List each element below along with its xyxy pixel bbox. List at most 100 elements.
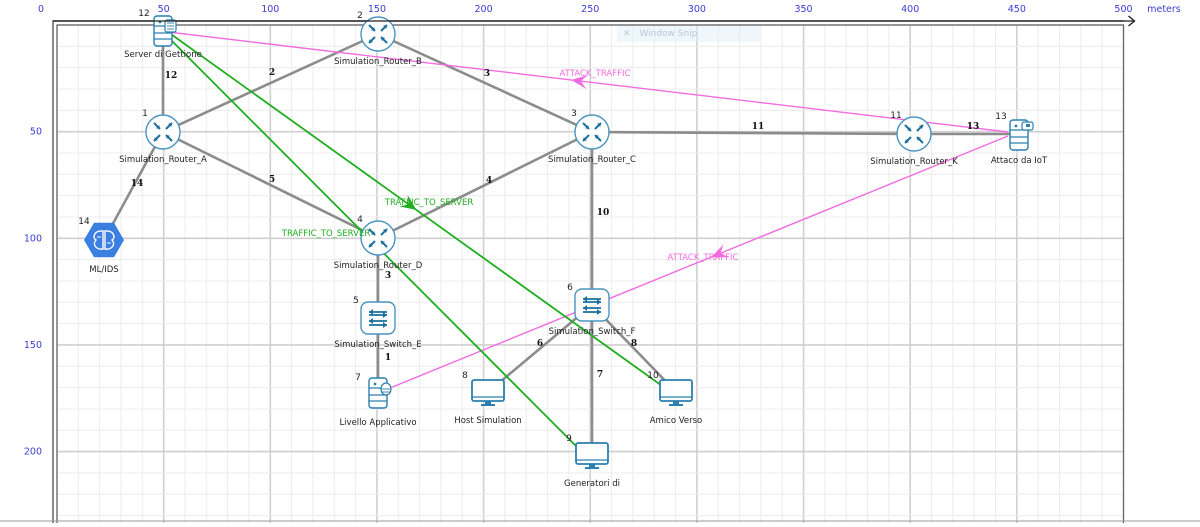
node-router[interactable] bbox=[574, 114, 610, 150]
brain-right-icon bbox=[104, 230, 115, 250]
link-line[interactable] bbox=[377, 32, 593, 134]
switch-arrowhead bbox=[583, 305, 587, 311]
x-tick-label: 50 bbox=[158, 4, 170, 15]
flow-line[interactable] bbox=[167, 31, 1009, 133]
link-id-label: 5 bbox=[269, 175, 275, 185]
window-snip-label: Window Snip bbox=[639, 29, 698, 39]
flow-label: TRAFFIC_TO_SERVER bbox=[384, 198, 474, 208]
link-line[interactable] bbox=[162, 130, 379, 240]
router-arrowhead bbox=[919, 125, 923, 129]
link-line[interactable] bbox=[591, 130, 915, 136]
iot-chip-core bbox=[1026, 124, 1030, 127]
node-id-label: 14 bbox=[78, 217, 90, 227]
node-db-server[interactable] bbox=[368, 377, 392, 409]
router-arrowhead bbox=[585, 125, 589, 129]
router-arrowhead bbox=[381, 37, 385, 41]
x-tick-label: 450 bbox=[1008, 4, 1026, 15]
node-desktop[interactable] bbox=[471, 379, 505, 406]
node-router[interactable] bbox=[360, 220, 396, 256]
router-arrowhead bbox=[371, 27, 375, 31]
node-desktop[interactable] bbox=[659, 379, 693, 406]
link-id-label: 4 bbox=[486, 176, 492, 186]
node-name-label: Attaco da IoT bbox=[991, 156, 1048, 166]
router-arrowhead bbox=[383, 229, 387, 233]
switch-arrowhead bbox=[383, 322, 387, 328]
x-tick-label: 0 bbox=[38, 4, 44, 15]
monitor-icon bbox=[575, 442, 609, 465]
router-arrowhead bbox=[595, 135, 599, 139]
link-id-label: 10 bbox=[597, 208, 610, 218]
x-tick-label: 500 bbox=[1114, 4, 1132, 15]
switch-icon bbox=[360, 301, 396, 335]
link-line[interactable] bbox=[487, 304, 593, 393]
router-arrowhead bbox=[154, 137, 158, 141]
node-id-label: 6 bbox=[567, 283, 573, 293]
node-router[interactable] bbox=[145, 114, 181, 150]
flow-line[interactable] bbox=[389, 135, 1009, 389]
node-desktop[interactable] bbox=[575, 442, 609, 469]
y-tick-label: 50 bbox=[30, 127, 42, 138]
node-id-label: 7 bbox=[355, 373, 361, 383]
switch-arrowhead bbox=[597, 299, 601, 305]
window-snip-overlay[interactable]: ✕ Window Snip bbox=[617, 26, 760, 42]
x-tick-label: 350 bbox=[794, 4, 812, 15]
router-icon bbox=[145, 114, 181, 150]
node-switch[interactable] bbox=[574, 288, 610, 322]
node-id-label: 1 bbox=[142, 109, 148, 119]
node-id-label: 2 bbox=[357, 11, 363, 21]
close-icon[interactable]: ✕ bbox=[623, 29, 631, 39]
node-ml[interactable] bbox=[84, 222, 124, 258]
link-id-label: 11 bbox=[752, 122, 765, 132]
node-name-label: Simulation_Router_C bbox=[548, 155, 636, 165]
node-name-label: Simulation_Switch_E bbox=[334, 340, 421, 350]
router-arrowhead bbox=[156, 125, 160, 129]
y-tick-label: 100 bbox=[24, 233, 42, 244]
flow-arrow-icon bbox=[571, 74, 588, 89]
monitor-stand bbox=[485, 401, 491, 404]
flow-label: TRAFFIC_TO_SERVER bbox=[281, 229, 371, 239]
link-id-label: 13 bbox=[967, 122, 980, 132]
node-name-label: Generatori di bbox=[564, 479, 620, 489]
nodes bbox=[84, 15, 1034, 469]
switch-arrowhead bbox=[369, 318, 373, 324]
ml-ids-icon bbox=[84, 222, 124, 258]
node-id-label: 10 bbox=[647, 371, 659, 381]
switch-icon bbox=[574, 288, 610, 322]
monitor-base bbox=[481, 404, 495, 406]
node-name-label: Livello Applicativo bbox=[339, 418, 416, 428]
node-name-label: Amico Verso bbox=[650, 416, 703, 426]
node-router[interactable] bbox=[360, 16, 396, 52]
router-arrowhead bbox=[907, 127, 911, 131]
router-arrowhead bbox=[917, 137, 921, 141]
node-name-label: Server di Gettione bbox=[124, 50, 202, 60]
node-router[interactable] bbox=[896, 116, 932, 152]
x-tick-label: 250 bbox=[581, 4, 599, 15]
link-line[interactable] bbox=[102, 131, 165, 241]
node-id-label: 8 bbox=[462, 371, 468, 381]
link-line[interactable] bbox=[162, 32, 379, 134]
link-id-label: 12 bbox=[165, 71, 178, 81]
unit-label: meters bbox=[1147, 4, 1181, 15]
monitor-stand bbox=[589, 464, 595, 467]
router-arrowhead bbox=[381, 241, 385, 245]
link-id-label: 14 bbox=[131, 179, 144, 189]
router-arrowhead bbox=[583, 137, 587, 141]
link-line[interactable] bbox=[377, 130, 593, 240]
y-tick-label: 150 bbox=[24, 340, 42, 351]
node-id-label: 11 bbox=[890, 111, 901, 121]
node-name-label: Host Simulation bbox=[454, 416, 521, 426]
x-axis-arrow-icon bbox=[1128, 15, 1136, 27]
flow-arrow-icon bbox=[711, 244, 729, 258]
switch-arrowhead bbox=[369, 309, 373, 315]
node-switch[interactable] bbox=[360, 301, 396, 335]
monitor-icon bbox=[659, 379, 693, 402]
router-icon bbox=[896, 116, 932, 152]
switch-arrowhead bbox=[383, 312, 387, 318]
node-name-label: Simulation_Router_A bbox=[119, 155, 207, 165]
node-server[interactable] bbox=[153, 15, 177, 47]
node-iot-server[interactable] bbox=[1009, 119, 1034, 151]
